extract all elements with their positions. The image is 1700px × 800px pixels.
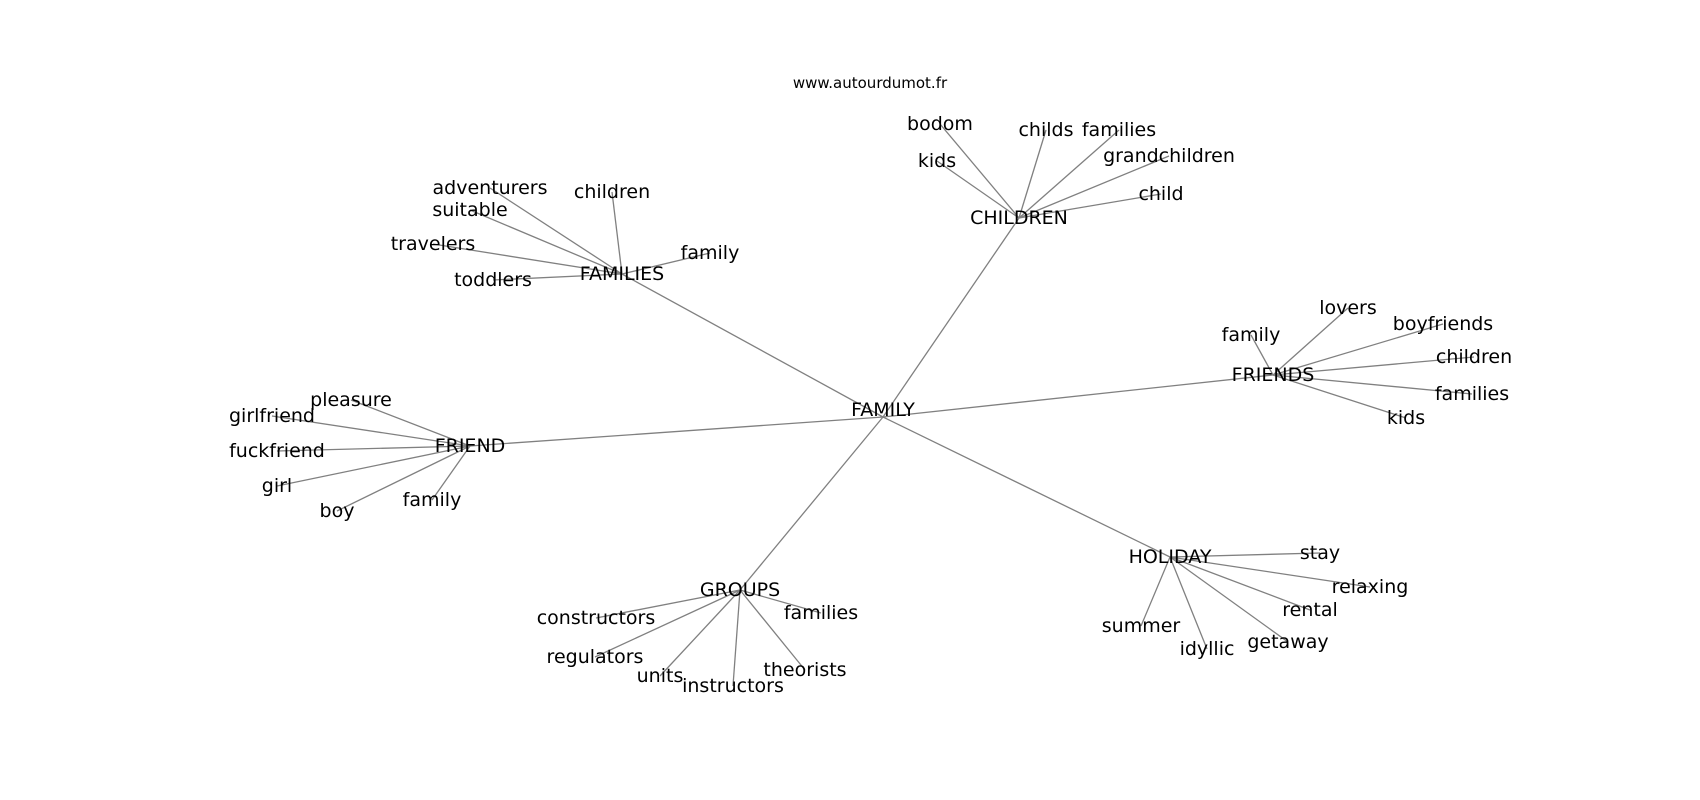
word-node-groups-regulators: regulators [547, 646, 644, 668]
edge-families-suitable [469, 209, 623, 275]
word-node-children-childs: childs [1018, 119, 1073, 141]
watermark-text: www.autourdumot.fr [793, 74, 948, 92]
edge-friend-pleasure [350, 399, 471, 447]
edge-friends-boyfriends [1272, 323, 1444, 376]
edge-holiday-summer [1140, 556, 1171, 627]
edge-friend-fuckfriend [276, 445, 471, 452]
edge-children-kids [936, 160, 1020, 219]
edge-children-families [1018, 129, 1120, 219]
edge-groups-constructors [595, 589, 741, 619]
word-node-friend-girlfriend: girlfriend [229, 405, 315, 427]
edge-friend-girlfriend [271, 415, 471, 447]
edge-friend-girl [276, 445, 471, 487]
word-node-families-travelers: travelers [391, 233, 476, 255]
word-node-groups-theorists: theorists [763, 659, 846, 681]
word-node-friend-boy: boy [320, 500, 355, 522]
word-node-groups-instructors: instructors [682, 675, 784, 697]
edge-children-bodom [939, 123, 1020, 219]
word-node-friends-boyfriends: boyfriends [1393, 313, 1493, 335]
word-node-friends-families: families [1435, 383, 1509, 405]
word-node-families-suitable: suitable [432, 199, 507, 221]
word-node-holiday-rental: rental [1282, 599, 1338, 621]
hub-node-friend: FRIEND [435, 435, 506, 457]
edge-friends-family [1250, 334, 1274, 376]
word-node-families-toddlers: toddlers [454, 269, 532, 291]
word-node-children-grandchildren: grandchildren [1103, 145, 1235, 167]
edge-family-children [882, 217, 1020, 418]
word-node-families-children: children [574, 181, 650, 203]
edge-holiday-stay [1169, 552, 1321, 558]
edge-holiday-rental [1169, 556, 1311, 611]
edge-groups-theorists [739, 589, 806, 671]
edge-friends-kids [1272, 374, 1407, 419]
edge-holiday-getaway [1169, 556, 1289, 643]
edge-family-holiday [882, 416, 1171, 558]
edge-families-children [611, 191, 623, 275]
word-node-children-child: child [1138, 183, 1183, 205]
word-node-holiday-relaxing: relaxing [1332, 576, 1409, 598]
edge-holiday-idyllic [1169, 556, 1208, 650]
word-node-friend-pleasure: pleasure [310, 389, 392, 411]
word-node-friends-kids: kids [1387, 407, 1425, 429]
edge-children-child [1018, 193, 1162, 219]
word-node-children-bodom: bodom [907, 113, 973, 135]
hub-node-families: FAMILIES [580, 263, 664, 285]
edge-holiday-relaxing [1169, 556, 1371, 588]
edge-children-grandchildren [1018, 155, 1170, 219]
center-node-label: FAMILY [851, 399, 915, 421]
edge-families-toddlers [492, 273, 623, 281]
word-node-friend-girl: girl [262, 475, 292, 497]
hub-node-holiday: HOLIDAY [1129, 546, 1212, 568]
edge-friend-family [431, 445, 471, 501]
hub-node-children: CHILDREN [970, 207, 1068, 229]
word-node-friends-children: children [1436, 346, 1512, 368]
edge-friends-families [1272, 374, 1473, 395]
edge-family-families [621, 273, 884, 418]
word-node-holiday-getaway: getaway [1247, 631, 1328, 653]
word-node-groups-constructors: constructors [537, 607, 656, 629]
edge-friend-boy [336, 445, 471, 512]
word-node-holiday-idyllic: idyllic [1180, 638, 1235, 660]
edge-groups-families [739, 589, 822, 614]
word-node-children-kids: kids [918, 150, 956, 172]
edge-groups-instructors [732, 589, 741, 687]
word-node-holiday-stay: stay [1300, 542, 1340, 564]
word-node-friends-family: family [1222, 324, 1281, 346]
word-node-groups-units: units [637, 665, 684, 687]
edge-groups-units [659, 589, 741, 677]
edge-family-friend [469, 416, 884, 447]
label-layer: www.autourdumot.fr FAMILY FAMILIES advent… [229, 74, 1512, 697]
edge-families-travelers [432, 243, 623, 275]
word-node-friend-family: family [403, 489, 462, 511]
word-node-families-adventurers: adventurers [433, 177, 548, 199]
hub-node-groups: GROUPS [700, 579, 780, 601]
word-node-families-family: family [681, 242, 740, 264]
word-node-groups-families: families [784, 602, 858, 624]
edge-layer [271, 123, 1475, 687]
edge-friends-children [1272, 356, 1475, 376]
edge-children-childs [1018, 129, 1047, 219]
word-node-friend-fuckfriend: fuckfriend [229, 440, 325, 462]
edge-family-friends [882, 374, 1274, 418]
edge-families-adventurers [489, 187, 623, 275]
word-node-holiday-summer: summer [1102, 615, 1181, 637]
word-node-children-families: families [1082, 119, 1156, 141]
edge-families-family [621, 252, 711, 275]
word-node-friends-lovers: lovers [1319, 297, 1377, 319]
edge-groups-regulators [594, 589, 741, 658]
hub-node-friends: FRIENDS [1232, 364, 1315, 386]
edge-family-groups [739, 416, 884, 591]
edge-friends-lovers [1272, 307, 1349, 376]
